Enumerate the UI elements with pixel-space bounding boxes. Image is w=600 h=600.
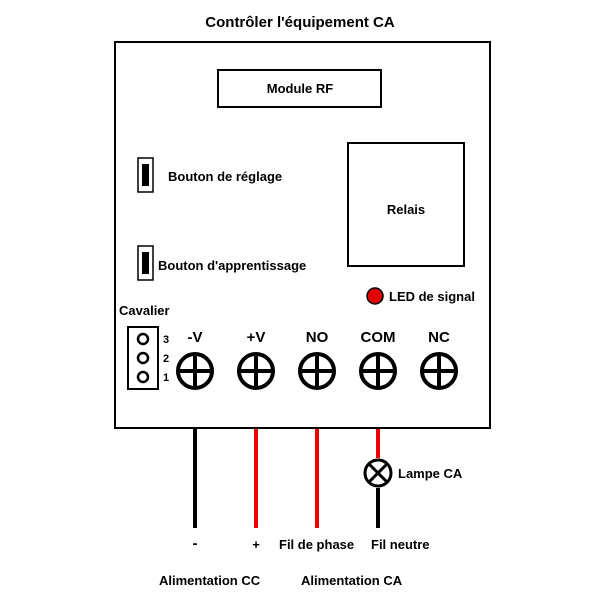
wire-label-minus: - — [193, 535, 198, 552]
terminal-label-minus-v: -V — [188, 329, 203, 346]
setting-button-label: Bouton de réglage — [168, 169, 282, 184]
setting-button[interactable] — [137, 157, 154, 193]
supply-label-dc: Alimentation CC — [159, 573, 261, 588]
terminal-label-nc: NC — [428, 329, 450, 346]
wire-label-phase: Fil de phase — [279, 537, 354, 552]
relay-box — [347, 142, 465, 267]
relay-label: Relais — [387, 202, 425, 217]
jumper-pin-1-label: 1 — [163, 372, 169, 384]
jumper-pin-3 — [136, 332, 150, 346]
wire-label-plus: + — [252, 537, 260, 552]
learning-button-label: Bouton d'apprentissage — [158, 258, 306, 273]
signal-led-label: LED de signal — [389, 289, 475, 304]
terminal-screw-minus-v-icon — [176, 352, 214, 390]
rf-module-label: Module RF — [267, 81, 333, 96]
wire-label-neutral: Fil neutre — [371, 537, 430, 552]
diagram-title: Contrôler l'équipement CA — [205, 14, 395, 31]
learning-button[interactable] — [137, 245, 154, 281]
terminal-screw-plus-v-icon — [237, 352, 275, 390]
jumper-pin-3-label: 3 — [163, 334, 169, 346]
jumper-pin-2 — [136, 351, 150, 365]
jumper-pin-2-label: 2 — [163, 353, 169, 365]
ac-lamp-label: Lampe CA — [398, 466, 463, 481]
terminal-screw-nc-icon — [420, 352, 458, 390]
ac-lamp-icon — [363, 458, 393, 488]
supply-label-ac: Alimentation CA — [301, 573, 403, 588]
terminal-label-plus-v: +V — [247, 329, 266, 346]
signal-led-icon — [366, 287, 384, 305]
terminal-label-com: COM — [361, 329, 396, 346]
terminal-label-no: NO — [306, 329, 329, 346]
jumper-label: Cavalier — [119, 303, 170, 318]
terminal-screw-com-icon — [359, 352, 397, 390]
rf-module-box — [217, 69, 382, 108]
jumper-pin-1 — [136, 370, 150, 384]
terminal-screw-no-icon — [298, 352, 336, 390]
